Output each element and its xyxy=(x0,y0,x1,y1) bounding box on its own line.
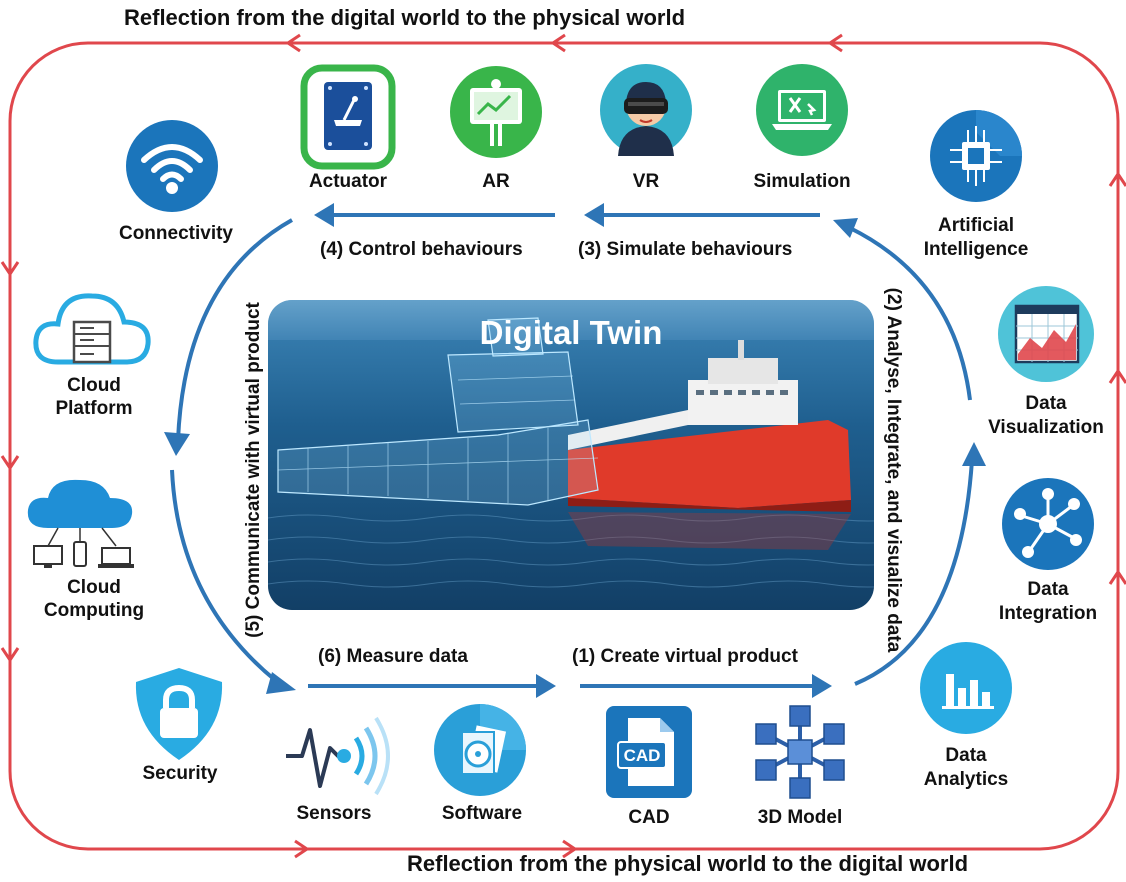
ai-chip-icon xyxy=(928,108,1024,209)
vr-icon xyxy=(598,62,694,163)
data-visualization-label-line2: Visualization xyxy=(988,417,1104,438)
data-integration-label-line2: Integration xyxy=(998,603,1098,624)
top-loop-arrows xyxy=(285,33,843,53)
ai-label-line2: Intelligence xyxy=(923,239,1029,260)
step-simulate-label: (3) Simulate behaviours xyxy=(578,239,793,260)
simulation-icon xyxy=(754,62,850,163)
bar-chart-icon xyxy=(918,640,1014,741)
cloud-server-icon xyxy=(30,284,154,373)
connectivity-label: Connectivity xyxy=(118,223,234,244)
data-visualization-label-line1: Data xyxy=(1025,393,1067,414)
sensors-label: Sensors xyxy=(296,803,372,824)
cad-badge-text: CAD xyxy=(623,746,661,765)
step-measure-label: (6) Measure data xyxy=(318,646,468,667)
lock-icon xyxy=(126,664,232,769)
software-disc-icon xyxy=(432,702,528,803)
step-analyse-label: (2) Analyse, Integrate, and visualize da… xyxy=(883,287,904,653)
wifi-icon xyxy=(124,118,220,219)
ai-label-line1: Artificial xyxy=(937,215,1015,236)
cloud-platform-label-line2: Platform xyxy=(55,398,133,419)
step-communicate-label: (5) Communicate with virtual product xyxy=(243,302,264,638)
ar-icon xyxy=(448,64,544,165)
right-loop-arrows xyxy=(1108,171,1126,585)
cloud-computing-label-line2: Computing xyxy=(43,600,145,621)
3d-model-label: 3D Model xyxy=(757,807,843,828)
cloud-computing-icon xyxy=(18,476,148,577)
sensor-wave-icon xyxy=(284,708,394,803)
process-arrows xyxy=(170,213,974,688)
digital-twin-ship-image: Digital Twin xyxy=(268,300,874,610)
ship-illustration xyxy=(268,300,874,610)
reflection-loop xyxy=(8,41,1120,851)
cloud-computing-label-line1: Cloud xyxy=(67,577,121,598)
process-arrow-heads xyxy=(164,203,986,698)
step-create-label: (1) Create virtual product xyxy=(572,646,798,667)
data-integration-label-line1: Data xyxy=(1027,579,1069,600)
data-analytics-label-line1: Data xyxy=(945,745,987,766)
data-integration-icon xyxy=(1000,476,1096,577)
data-analytics-label-line2: Analytics xyxy=(923,769,1009,790)
top-reflection-label: Reflection from the digital world to the… xyxy=(124,5,686,30)
cloud-platform-label-line1: Cloud xyxy=(67,375,121,396)
simulation-label: Simulation xyxy=(753,171,851,192)
ar-label: AR xyxy=(482,171,510,192)
left-loop-arrows xyxy=(0,261,20,663)
software-label: Software xyxy=(441,803,523,824)
actuator-label: Actuator xyxy=(308,171,388,192)
bottom-loop-arrows xyxy=(294,839,578,859)
bottom-reflection-label: Reflection from the physical world to th… xyxy=(407,851,969,876)
cad-file-icon: CAD xyxy=(604,704,694,805)
cube-network-icon xyxy=(752,702,848,807)
data-visualization-icon xyxy=(996,284,1096,389)
step-control-label: (4) Control behaviours xyxy=(320,239,523,260)
digital-twin-title: Digital Twin xyxy=(479,314,663,351)
security-label: Security xyxy=(142,763,218,784)
vr-label: VR xyxy=(632,171,660,192)
actuator-icon xyxy=(300,64,396,175)
cad-label: CAD xyxy=(628,807,670,828)
